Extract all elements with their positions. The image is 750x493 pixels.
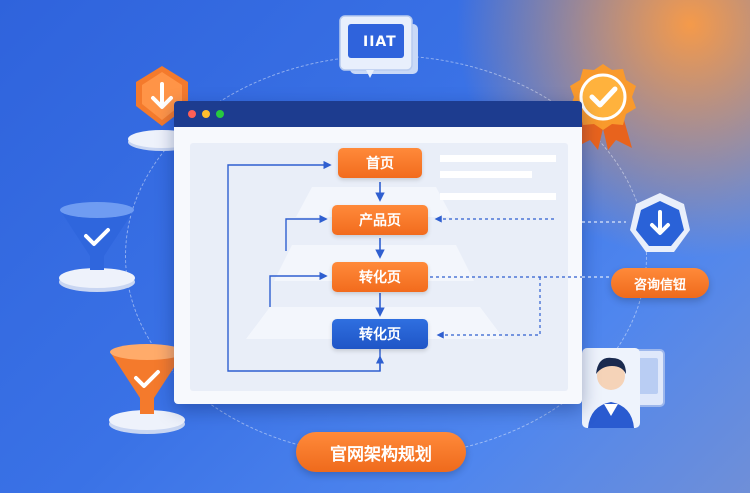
browser-window: 首页 产品页 转化页 转化页 <box>174 101 582 404</box>
window-maximize-dot <box>216 110 224 118</box>
monitor-text: IIAT <box>363 34 397 50</box>
avatar <box>576 344 670 430</box>
window-minimize-dot <box>202 110 210 118</box>
orange-funnel-icon <box>104 340 190 436</box>
node-home[interactable]: 首页 <box>338 148 422 178</box>
consult-connector <box>582 221 626 278</box>
monitor-icon: IIAT <box>336 14 424 80</box>
download-badge-icon <box>624 190 696 262</box>
node-conversion-2[interactable]: 转化页 <box>332 319 428 349</box>
sitemap-connectors <box>227 155 582 372</box>
window-title-bar <box>174 101 582 127</box>
window-close-dot <box>188 110 196 118</box>
node-conversion-1[interactable]: 转化页 <box>332 262 428 292</box>
node-product[interactable]: 产品页 <box>332 205 428 235</box>
consult-button[interactable]: 咨询信钮 <box>611 268 709 298</box>
blue-funnel-icon <box>54 198 140 294</box>
footer-title: 官网架构规划 <box>296 432 466 472</box>
